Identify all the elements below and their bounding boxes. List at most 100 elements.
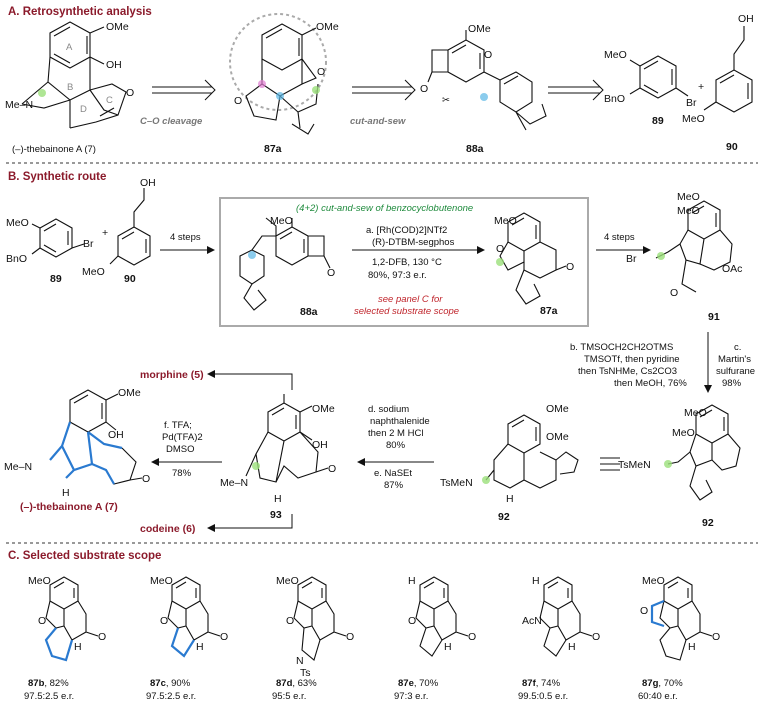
cmpd-88a-structure-b [239, 217, 331, 311]
meo-label-91a: MeO [677, 191, 700, 203]
cmpd-87a-label-b: 87a [540, 305, 558, 317]
morphine-label: morphine (5) [140, 369, 204, 381]
ketone-o-label-87d: O [346, 631, 354, 643]
codeine-label: codeine (6) [140, 523, 195, 535]
highlight-dot [38, 89, 46, 97]
cond-a-line4: 80%, 97:3 e.r. [368, 270, 427, 281]
tsmen-label-92r: TsMeN [618, 459, 651, 471]
meo-label-90b: MeO [82, 266, 105, 278]
scope-yield-87d: , 63% [292, 678, 317, 689]
scope-er-87c: 97.5:2.5 e.r. [146, 691, 196, 702]
retro-arrow-3 [548, 79, 604, 101]
h-label-87e: H [408, 575, 416, 587]
cmpd-90-label-b: 90 [124, 273, 136, 285]
highlight-dot [664, 460, 672, 468]
cond-c-line1: c. [734, 342, 741, 353]
section-a-title: A. Retrosynthetic analysis [8, 6, 152, 18]
meo-label-87d: MeO [276, 575, 299, 587]
scope-er-87b: 97.5:2.5 e.r. [24, 691, 74, 702]
meo-label-92ra: MeO [684, 407, 707, 419]
cmpd-88a-structure-a [427, 30, 547, 131]
retro-arrow-1 [152, 79, 216, 101]
see-c-line1: see panel C for [378, 294, 443, 305]
oh-label-a1: OH [106, 59, 122, 71]
oac-label-91: OAc [722, 263, 742, 275]
h-label-87b: H [74, 641, 82, 653]
o-label-87g: O [640, 605, 648, 617]
box-title: (4+2) cut-and-sew of benzocyclobutenone [296, 203, 473, 214]
ketone-o-label-88b: O [327, 267, 335, 279]
cmpd-90-structure-a [703, 26, 753, 113]
cond-f-line1: f. TFA; [164, 420, 192, 431]
cond-f-line3: DMSO [166, 444, 195, 455]
scope-er-87g: 60:40 e.r. [638, 691, 678, 702]
scope-label-87b: 87b, 82% [28, 678, 69, 689]
retro-arrow-2 [352, 79, 416, 101]
highlight-dot [252, 462, 260, 470]
acn-label-87f: AcN [522, 615, 542, 627]
br-label-89b: Br [83, 238, 94, 250]
cmpd-87a-label-a: 87a [264, 143, 282, 155]
scope-label-87g: 87g, 70% [642, 678, 683, 689]
meo-label-89b: MeO [6, 217, 29, 229]
ketone-o-label-a1: O [126, 87, 134, 99]
highlight-dot [248, 251, 256, 259]
meo-label-87g: MeO [642, 575, 665, 587]
cond-b-line1: b. TMSOCH2CH2OTMS [570, 342, 673, 353]
equivalence-sign [600, 457, 620, 471]
arrow-to-codeine [207, 514, 293, 532]
ome-label-92la: OMe [546, 403, 569, 415]
cmpd-93-label: 93 [270, 509, 282, 521]
cmpd-92-label-right: 92 [702, 517, 714, 529]
ketone-o-label-87b: O [566, 261, 574, 273]
meo-label-87c: MeO [150, 575, 173, 587]
bno-label-89b: BnO [6, 253, 27, 265]
men-label-7b: Me–N [4, 461, 32, 473]
ketone-o-label-87f: O [592, 631, 600, 643]
target-label: (–)-thebainone A (7) [12, 144, 96, 155]
cmpd-92-structure-right [667, 404, 741, 501]
cond-d-line3: then 2 M HCl [368, 428, 423, 439]
h-label-87e: H [444, 641, 452, 653]
oh-label-93: OH [312, 439, 328, 451]
ketone-o-label-87g: O [712, 631, 720, 643]
oh-label-90b: OH [140, 177, 156, 189]
scope-label-87e: 87e, 70% [398, 678, 439, 689]
cmpd-89-label-b: 89 [50, 273, 62, 285]
cond-a-line2: (R)-DTBM-segphos [372, 237, 455, 248]
scope-yield-87b: , 82% [44, 678, 69, 689]
ring-label-a: A [66, 42, 73, 53]
men-label-93: Me–N [220, 477, 248, 489]
scope-cmpd-87d: 87d [276, 678, 293, 689]
scope-cmpd-87g: 87g [642, 678, 659, 689]
cond-b-line4: then MeOH, 76% [614, 378, 687, 389]
ketone-o-label-a3: O [420, 83, 428, 95]
cmpd-90-structure-b [109, 188, 151, 266]
steps4-label-2: 4 steps [604, 232, 635, 243]
cmpd-88a-label-b: 88a [300, 306, 318, 318]
highlight-dot [276, 92, 284, 100]
thebainone-label-b: (–)-thebainone A (7) [20, 501, 118, 513]
scope-cmpd-87c: 87c [150, 678, 166, 689]
o-label-87b: O [38, 615, 46, 627]
ketone-o-label-87c: O [220, 631, 228, 643]
ether-o-label-a2: O [317, 66, 325, 78]
cleavage-label: C–O cleavage [140, 116, 203, 127]
cond-d-line4: 80% [386, 440, 406, 451]
br-label-91: Br [626, 253, 637, 265]
ome-label-a1: OMe [106, 21, 129, 33]
highlight-dot [258, 80, 266, 88]
see-c-line2: selected substrate scope [354, 306, 459, 317]
cmpd-89-label-a: 89 [652, 115, 664, 127]
scope-cmpd-87e: 87e [398, 678, 414, 689]
plus-sign-b: + [102, 227, 108, 239]
ts-label-87d: Ts [300, 667, 311, 679]
